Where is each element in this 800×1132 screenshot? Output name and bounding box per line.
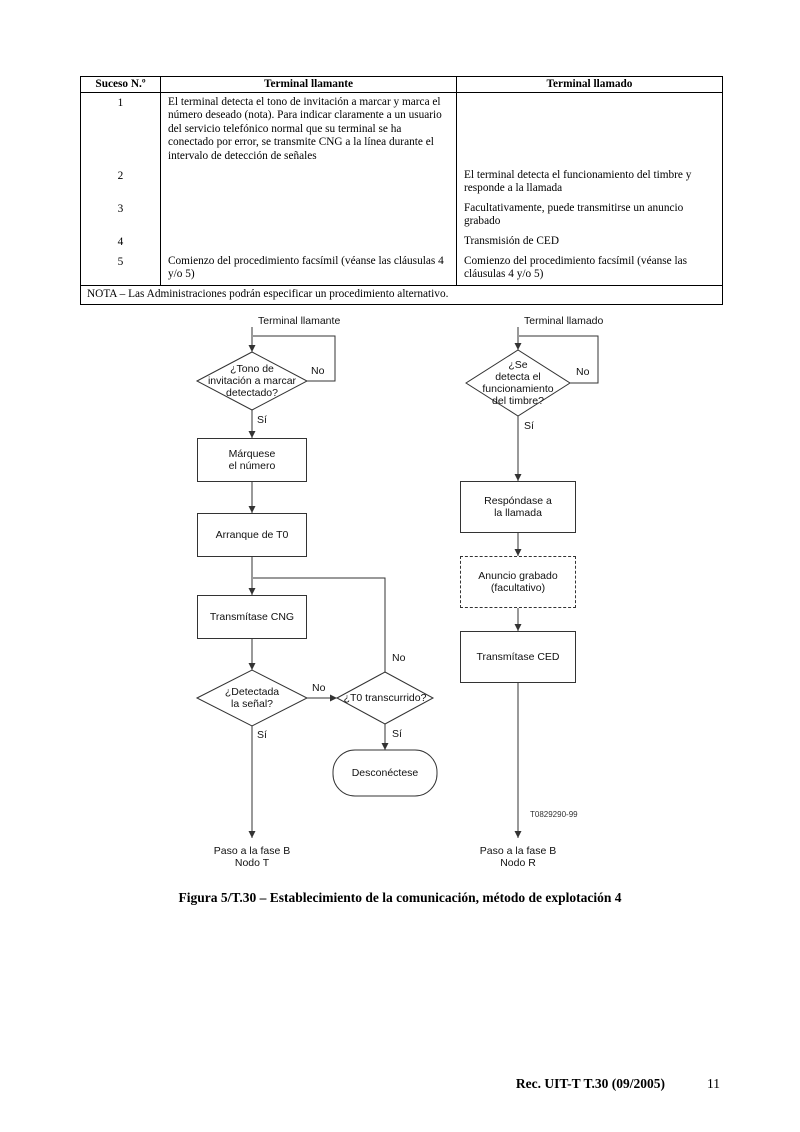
llamado-cell: Comienzo del procedimiento facsímil (véa… xyxy=(456,252,723,286)
figure-id-label: T0829290-99 xyxy=(530,810,578,819)
right-start-label: Terminal llamado xyxy=(524,315,604,327)
decision-ring-text: ¿Se detecta el funcionamiento del timbre… xyxy=(482,359,554,407)
decision-signal-text: ¿Detectada la señal? xyxy=(224,686,280,710)
table-note: NOTA – Las Administraciones podrán espec… xyxy=(80,284,723,305)
left-end-label: Paso a la fase B Nodo T xyxy=(213,845,291,869)
transmit-ced-box: Transmítase CED xyxy=(460,631,576,683)
table-row: 2 El terminal detecta el funcionamiento … xyxy=(80,166,723,199)
col-header-llamado: Terminal llamado xyxy=(456,76,723,93)
flowchart-canvas xyxy=(195,327,599,838)
disconnect-text: Desconéctese xyxy=(351,767,419,779)
event-number: 4 xyxy=(80,231,161,253)
table-row: 4 Transmisión de CED xyxy=(80,231,723,253)
dial-number-box: Márquese el número xyxy=(197,438,307,482)
event-number: 2 xyxy=(80,166,161,199)
decision-signal-yes-label: Sí xyxy=(257,729,267,741)
col-header-llamante: Terminal llamante xyxy=(160,76,457,93)
llamante-cell xyxy=(160,198,457,232)
llamado-cell: El terminal detecta el funcionamiento de… xyxy=(456,166,723,199)
page-footer: Rec. UIT-T T.30 (09/2005) 11 xyxy=(516,1076,720,1092)
decision-ring-yes-label: Sí xyxy=(524,420,534,432)
event-number: 3 xyxy=(80,198,161,232)
figure-caption: Figura 5/T.30 – Establecimiento de la co… xyxy=(178,890,622,905)
llamante-cell: El terminal detecta el tono de invitació… xyxy=(160,92,457,167)
recorded-announcement-box: Anuncio grabado (facultativo) xyxy=(460,556,576,608)
event-number: 5 xyxy=(80,252,161,286)
decision-ring-no-label: No xyxy=(576,366,590,378)
connector-lines xyxy=(248,327,599,838)
decision-t0-diamond xyxy=(335,671,435,725)
col-header-suceso: Suceso N.º xyxy=(80,76,161,93)
decision-t0-no-label: No xyxy=(392,652,406,664)
llamado-cell: Transmisión de CED xyxy=(456,231,723,253)
decision-dial-tone-text: ¿Tono de invitación a marcar detectado? xyxy=(207,363,297,399)
decision-signal-no-label: No xyxy=(312,682,326,694)
decision-t0-yes-label: Sí xyxy=(392,728,402,740)
answer-call-box: Respóndase a la llamada xyxy=(460,481,576,533)
left-start-label: Terminal llamante xyxy=(258,315,341,327)
llamado-cell: Facultativamente, puede transmitirse un … xyxy=(456,198,723,232)
llamante-cell xyxy=(160,166,457,199)
footer-page-number: 11 xyxy=(707,1076,720,1091)
llamante-cell xyxy=(160,231,457,253)
llamado-cell xyxy=(456,92,723,167)
table-header-row: Suceso N.º Terminal llamante Terminal ll… xyxy=(80,76,723,93)
flowchart-figure: Terminal llamante ¿Tono de invitación a … xyxy=(0,308,800,888)
table-row: 5 Comienzo del procedimiento facsímil (v… xyxy=(80,252,723,286)
right-end-label: Paso a la fase B Nodo R xyxy=(479,845,557,869)
transmit-cng-box: Transmítase CNG xyxy=(197,595,307,639)
decision-t0-text: ¿T0 transcurrido? xyxy=(343,692,427,704)
llamante-cell: Comienzo del procedimiento facsímil (véa… xyxy=(160,252,457,286)
start-t0-box: Arranque de T0 xyxy=(197,513,307,557)
decision-dial-tone-no-label: No xyxy=(311,365,325,377)
table-row: 3 Facultativamente, puede transmitirse u… xyxy=(80,198,723,232)
table-row: 1 El terminal detecta el tono de invitac… xyxy=(80,92,723,167)
table-note-row: NOTA – Las Administraciones podrán espec… xyxy=(80,284,723,305)
footer-recommendation: Rec. UIT-T T.30 (09/2005) xyxy=(515,1076,665,1091)
event-number: 1 xyxy=(80,92,161,167)
decision-dial-tone-yes-label: Sí xyxy=(257,414,267,426)
events-table: Suceso N.º Terminal llamante Terminal ll… xyxy=(80,76,723,306)
